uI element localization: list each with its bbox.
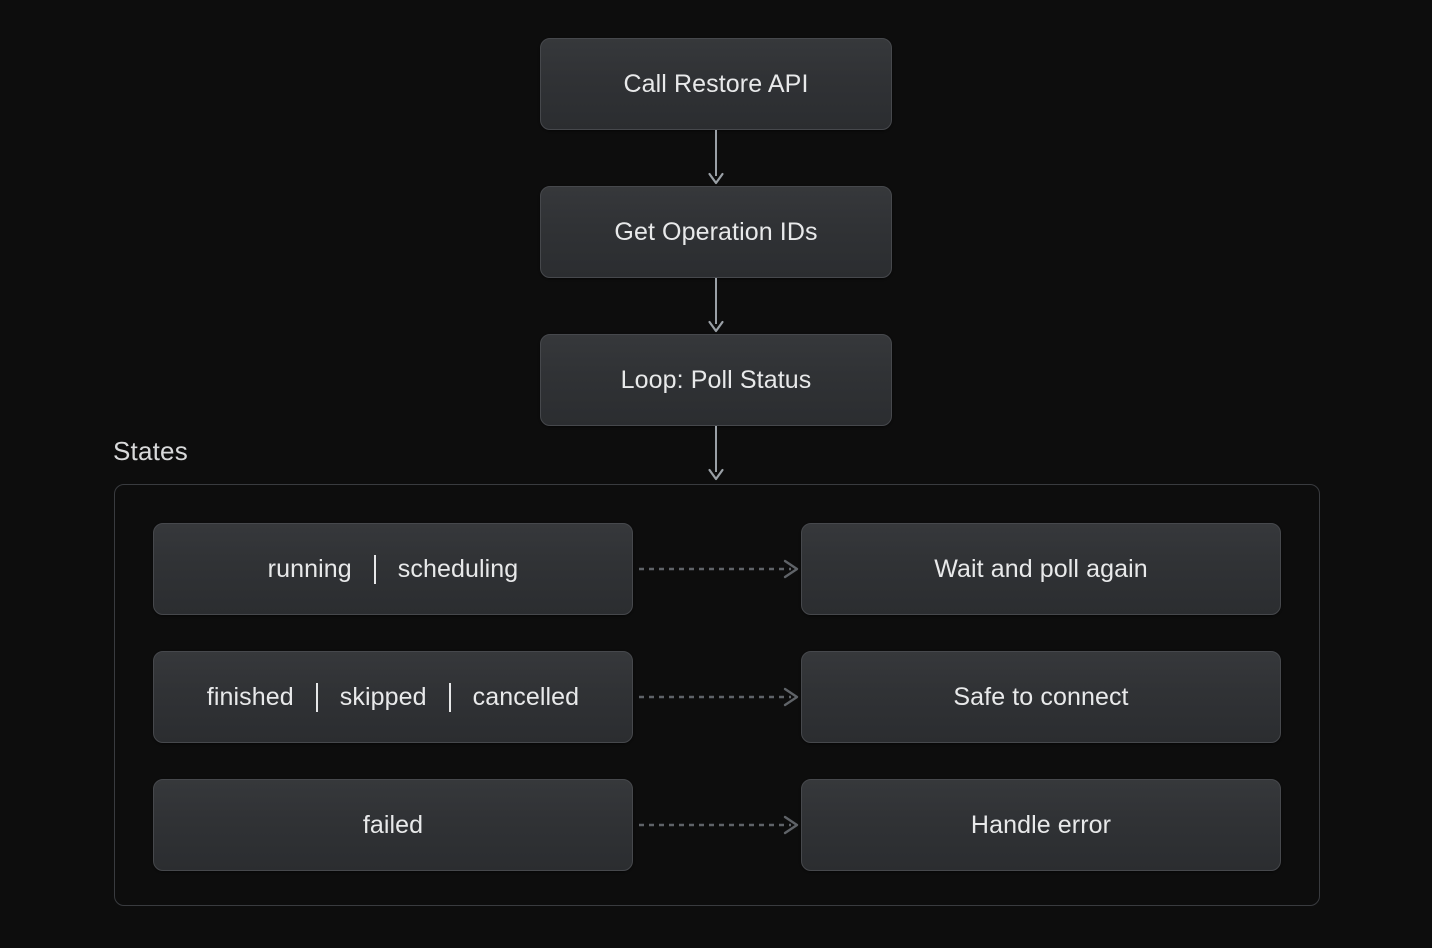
outcome-node-label: Safe to connect <box>953 682 1129 711</box>
state-token: finished <box>206 682 294 711</box>
arrow-down-icon-2 <box>708 278 724 333</box>
state-token: failed <box>362 810 424 839</box>
outcome-node-label: Wait and poll again <box>934 554 1148 583</box>
state-token: running <box>267 554 352 583</box>
token-separator-icon <box>315 682 318 712</box>
arrow-down-icon-3 <box>708 426 724 481</box>
outcome-node-wait-and-poll-again[interactable]: Wait and poll again <box>801 523 1281 615</box>
states-group-container: running scheduling Wait and poll again f… <box>114 484 1320 906</box>
state-row: running scheduling Wait and poll again <box>115 523 1319 615</box>
arrow-down-icon-1 <box>708 130 724 185</box>
flow-node-label: Loop: Poll Status <box>620 365 812 394</box>
dashed-arrow-right-icon-2 <box>639 687 799 707</box>
outcome-node-safe-to-connect[interactable]: Safe to connect <box>801 651 1281 743</box>
token-separator-icon <box>373 554 376 584</box>
flow-node-loop-poll-status[interactable]: Loop: Poll Status <box>540 334 892 426</box>
flow-node-label: Call Restore API <box>623 69 809 98</box>
state-node-running-scheduling[interactable]: running scheduling <box>153 523 633 615</box>
states-group-label: States <box>113 436 188 466</box>
state-node-failed[interactable]: failed <box>153 779 633 871</box>
state-token: scheduling <box>397 554 519 583</box>
state-row: failed Handle error <box>115 779 1319 871</box>
flow-node-call-restore-api[interactable]: Call Restore API <box>540 38 892 130</box>
token-separator-icon <box>448 682 451 712</box>
dashed-arrow-right-icon-3 <box>639 815 799 835</box>
state-row: finished skipped cancelled Safe to conne… <box>115 651 1319 743</box>
outcome-node-handle-error[interactable]: Handle error <box>801 779 1281 871</box>
flow-node-get-operation-ids[interactable]: Get Operation IDs <box>540 186 892 278</box>
state-node-finished-skipped-cancelled[interactable]: finished skipped cancelled <box>153 651 633 743</box>
state-token: cancelled <box>472 682 580 711</box>
state-token: skipped <box>339 682 427 711</box>
outcome-node-label: Handle error <box>970 810 1112 839</box>
flow-node-label: Get Operation IDs <box>614 217 818 246</box>
dashed-arrow-right-icon-1 <box>639 559 799 579</box>
